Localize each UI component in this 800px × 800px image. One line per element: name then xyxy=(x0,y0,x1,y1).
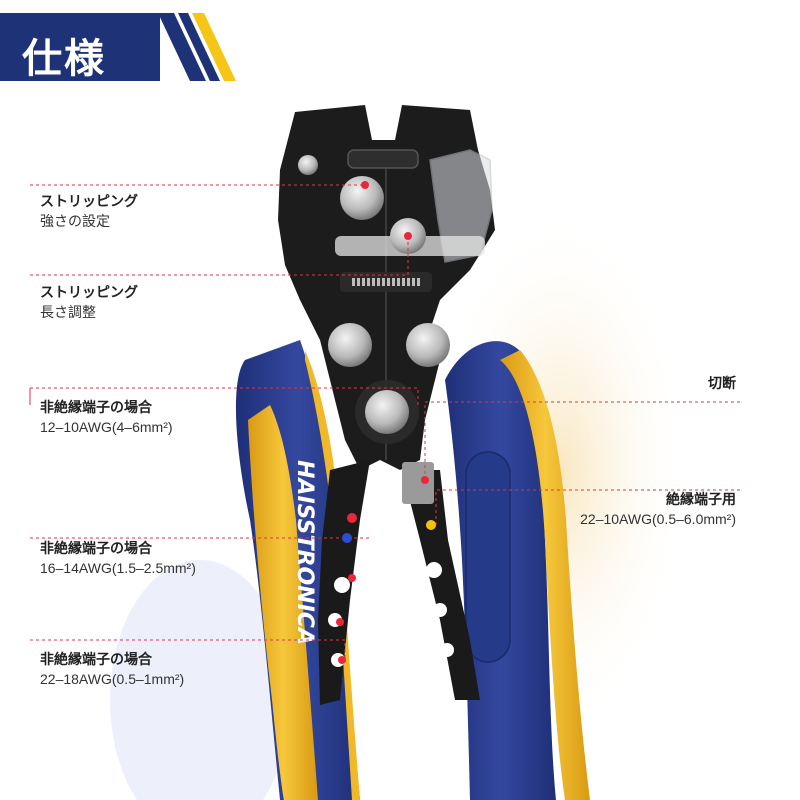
callout-non-insulated-mid: 非絶縁端子の場合 16–14AWG(1.5–2.5mm²) xyxy=(40,538,196,578)
callout-detail: 22–18AWG(0.5–1mm²) xyxy=(40,671,185,687)
header-banner: 仕様 xyxy=(0,13,160,81)
callout-detail: 12–10AWG(4–6mm²) xyxy=(40,419,173,435)
banner-stripes xyxy=(158,13,236,81)
callout-detail: 22–10AWG(0.5–6.0mm²) xyxy=(580,511,736,527)
callout-title: ストリッピング xyxy=(40,193,138,209)
callout-title: 非絶縁端子の場合 xyxy=(40,399,152,415)
background-glow-blue xyxy=(110,560,290,800)
callout-non-insulated-small: 非絶縁端子の場合 22–18AWG(0.5–1mm²) xyxy=(40,649,184,689)
callout-non-insulated-large: 非絶縁端子の場合 12–10AWG(4–6mm²) xyxy=(40,397,173,437)
callout-title: 非絶縁端子の場合 xyxy=(40,651,152,667)
callout-title: 切断 xyxy=(708,375,736,391)
brand-logo: HAISSTRONICA xyxy=(292,460,317,645)
callout-detail: 16–14AWG(1.5–2.5mm²) xyxy=(40,560,196,576)
wire-markers xyxy=(336,181,436,664)
page-title: 仕様 xyxy=(22,37,106,81)
callout-detail: 長さ調整 xyxy=(40,304,96,320)
callout-strip-strength: ストリッピング 強さの設定 xyxy=(40,191,138,231)
callout-lines xyxy=(29,184,740,660)
callout-insulated: 絶縁端子用 22–10AWG(0.5–6.0mm²) xyxy=(580,489,736,529)
callout-strip-length: ストリッピング 長さ調整 xyxy=(40,282,138,322)
callout-title: 非絶縁端子の場合 xyxy=(40,540,152,556)
callout-detail: 強さの設定 xyxy=(40,213,110,229)
callout-cutting: 切断 xyxy=(708,373,736,393)
callout-title: ストリッピング xyxy=(40,284,138,300)
tool-head xyxy=(278,105,495,705)
callout-title: 絶縁端子用 xyxy=(666,491,736,507)
